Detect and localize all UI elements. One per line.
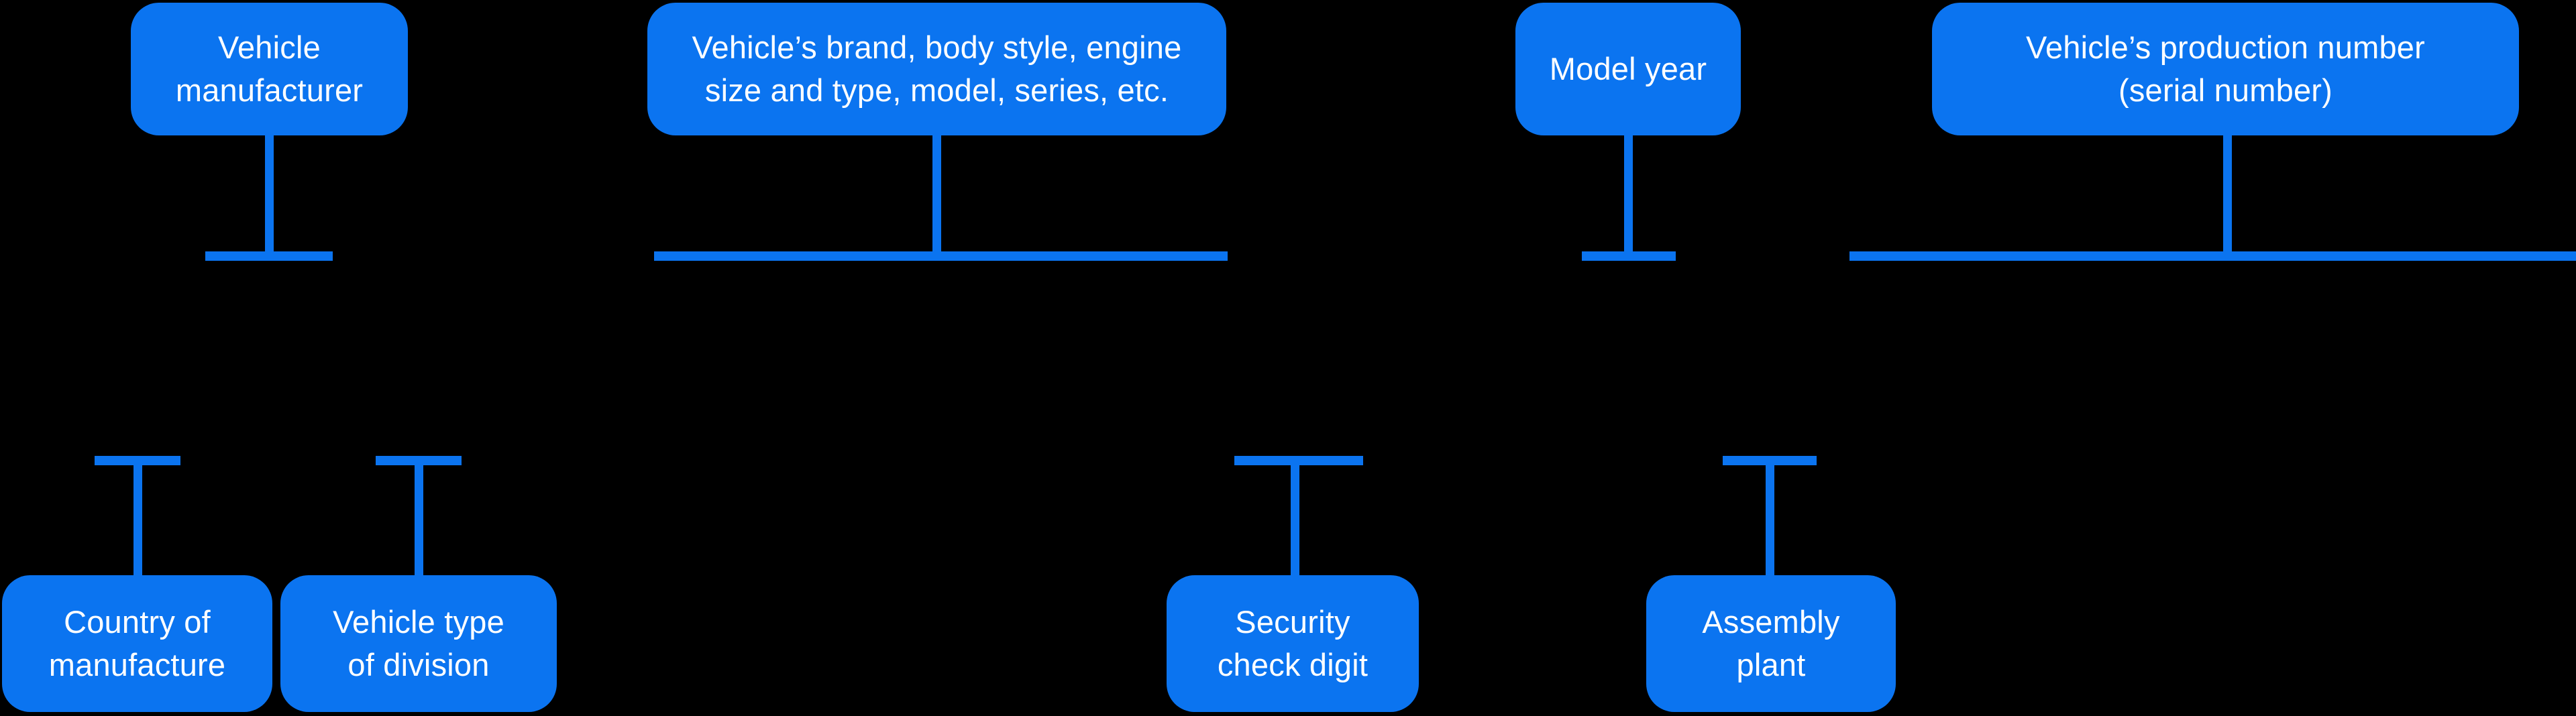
node-label-line: Model year	[1549, 51, 1707, 86]
connector-line-security-check-digit	[1291, 463, 1299, 575]
connector-line-production-number	[2223, 133, 2232, 253]
node-label-line: check digit	[1217, 647, 1368, 682]
connector-bar-vehicle-brand-details	[654, 251, 1228, 261]
connector-bar-vehicle-manufacturer	[205, 251, 333, 261]
node-label-line: manufacture	[48, 647, 226, 682]
node-country-of-manufacture: Country of manufacture	[2, 575, 272, 712]
connector-bar-vehicle-type-of-division	[376, 456, 462, 465]
connector-line-vehicle-type-of-division	[415, 463, 423, 575]
connector-line-vehicle-manufacturer	[265, 133, 274, 253]
connector-line-country-of-manufacture	[133, 463, 142, 575]
node-label-line: Assembly	[1702, 604, 1840, 640]
node-label-line: (serial number)	[2118, 72, 2333, 108]
node-label-line: Vehicle	[218, 29, 321, 65]
node-assembly-plant: Assembly plant	[1646, 575, 1896, 712]
node-label-line: plant	[1736, 647, 1806, 682]
connector-bar-model-year	[1582, 251, 1676, 261]
node-vehicle-manufacturer: Vehicle manufacturer	[131, 3, 408, 135]
node-label-line: Country of	[64, 604, 211, 640]
node-label-line: of division	[347, 647, 490, 682]
connector-bar-country-of-manufacture	[95, 456, 180, 465]
node-vehicle-brand-details: Vehicle’s brand, body style, engine size…	[647, 3, 1226, 135]
node-label-line: Security	[1235, 604, 1350, 640]
connector-bar-production-number	[1849, 251, 2576, 261]
node-label-line: size and type, model, series, etc.	[704, 72, 1169, 108]
connector-bar-assembly-plant	[1723, 456, 1817, 465]
node-label-line: manufacturer	[175, 72, 364, 108]
connector-line-vehicle-brand-details	[932, 133, 941, 253]
node-label-line: Vehicle’s production number	[2025, 29, 2425, 65]
connector-line-model-year	[1624, 133, 1633, 253]
node-vehicle-type-of-division: Vehicle type of division	[280, 575, 557, 712]
node-label-line: Vehicle type	[333, 604, 504, 640]
connector-line-assembly-plant	[1766, 463, 1774, 575]
node-model-year: Model year	[1515, 3, 1741, 135]
node-production-number: Vehicle’s production number (serial numb…	[1932, 3, 2519, 135]
connector-bar-security-check-digit	[1234, 456, 1363, 465]
node-security-check-digit: Security check digit	[1167, 575, 1419, 712]
node-label-line: Vehicle’s brand, body style, engine	[692, 29, 1182, 65]
